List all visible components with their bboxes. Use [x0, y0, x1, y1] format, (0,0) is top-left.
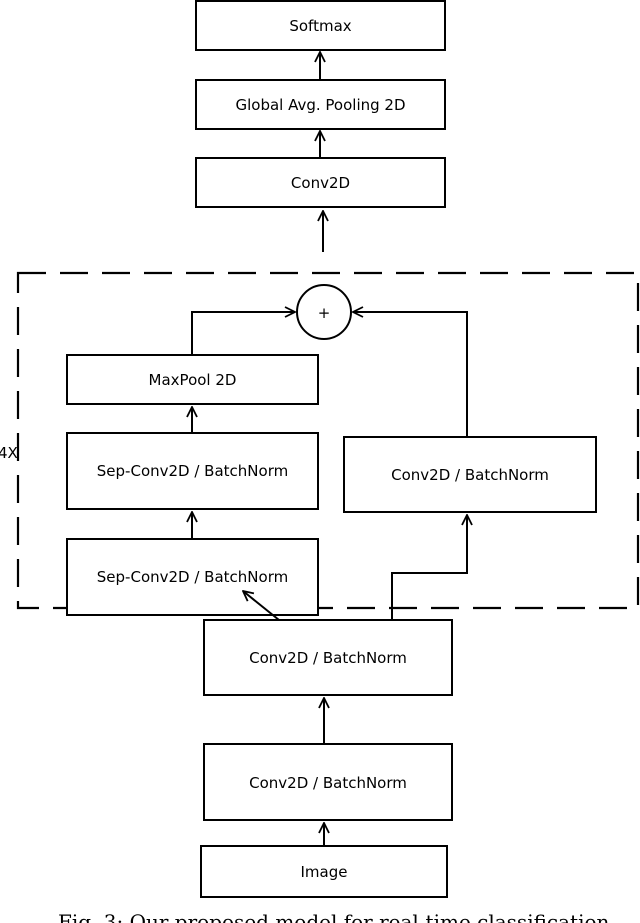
conv-bn-upper-box	[203, 619, 453, 696]
add-node: +	[296, 284, 352, 340]
repeat-block: 4X	[0, 271, 640, 610]
softmax-node: Softmax	[195, 0, 446, 51]
conv-bn-upper-label: Conv2D / BatchNorm	[249, 649, 407, 667]
arrow-maxpool-to-add	[191, 312, 295, 355]
repeat-block-border	[16, 271, 640, 610]
arrow-input-to-sep-conv	[243, 591, 280, 621]
maxpool-box	[66, 354, 319, 405]
skip-conv-label: Conv2D / BatchNorm	[391, 466, 549, 484]
add-circle	[296, 284, 352, 340]
skip-conv-box	[343, 436, 597, 513]
sep-conv-lower-node: Sep-Conv2D / BatchNorm	[66, 538, 319, 616]
repeat-count-label: 4X	[0, 444, 18, 462]
arrow-input-to-skip-conv	[391, 515, 467, 620]
softmax-label: Softmax	[289, 17, 351, 35]
conv-bn-lower-box	[203, 743, 453, 821]
conv2d-top-node: Conv2D	[195, 157, 446, 208]
conv-bn-lower-label: Conv2D / BatchNorm	[249, 774, 407, 792]
conv-bn-lower-node: Conv2D / BatchNorm	[203, 743, 453, 821]
sep-conv-lower-label: Sep-Conv2D / BatchNorm	[97, 568, 288, 586]
figure-caption: Fig. 3: Our proposed model for real-time…	[58, 910, 610, 923]
arrow-skip-conv-to-add	[353, 312, 468, 437]
global-avg-pooling-node: Global Avg. Pooling 2D	[195, 79, 446, 130]
image-label: Image	[301, 863, 348, 881]
conv-bn-upper-node: Conv2D / BatchNorm	[203, 619, 453, 696]
global-avg-pooling-box	[195, 79, 446, 130]
maxpool-label: MaxPool 2D	[149, 371, 237, 389]
sep-conv-upper-box	[66, 432, 319, 510]
conv2d-top-label: Conv2D	[291, 174, 350, 192]
sep-conv-lower-box	[66, 538, 319, 616]
conv2d-top-box	[195, 157, 446, 208]
softmax-box	[195, 0, 446, 51]
maxpool-node: MaxPool 2D	[66, 354, 319, 405]
sep-conv-upper-label: Sep-Conv2D / BatchNorm	[97, 462, 288, 480]
sep-conv-upper-node: Sep-Conv2D / BatchNorm	[66, 432, 319, 510]
add-symbol: +	[318, 304, 331, 322]
image-node: Image	[200, 845, 448, 898]
image-box	[200, 845, 448, 898]
skip-conv-node: Conv2D / BatchNorm	[343, 436, 597, 513]
global-avg-pooling-label: Global Avg. Pooling 2D	[235, 96, 405, 114]
